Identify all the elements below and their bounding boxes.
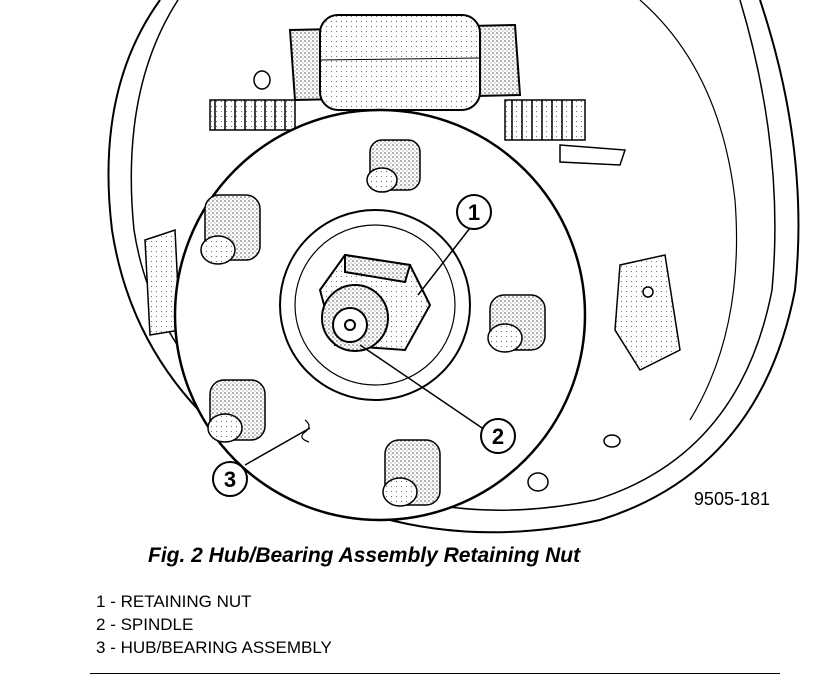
- callout-1-number: 1: [468, 200, 480, 225]
- legend-item-separator: -: [105, 615, 121, 634]
- lug-stud: [382, 439, 441, 507]
- legend-item: 2 - SPINDLE: [96, 613, 332, 636]
- callout-leaders: [244, 227, 489, 466]
- lug-studs: [200, 139, 546, 507]
- legend-item-number: 3: [96, 638, 106, 657]
- spindle: [321, 284, 389, 352]
- legend-item-separator: -: [105, 638, 121, 657]
- lug-stud: [487, 294, 546, 353]
- callout-2: 2: [480, 418, 516, 454]
- lug-stud: [207, 379, 266, 443]
- lug-stud: [200, 194, 261, 265]
- legend-item-number: 2: [96, 615, 106, 634]
- legend-item-separator: -: [105, 592, 121, 611]
- shoe-anchor-right: [614, 254, 681, 371]
- backing-plate-holes: [253, 70, 621, 492]
- legend-item: 3 - HUB/BEARING ASSEMBLY: [96, 636, 332, 659]
- parts-legend: 1 - RETAINING NUT 2 - SPINDLE 3 - HUB/BE…: [96, 590, 332, 659]
- legend-item: 1 - RETAINING NUT: [96, 590, 332, 613]
- callout-1: 1: [456, 194, 492, 230]
- adjuster-lever: [559, 144, 627, 166]
- legend-item-number: 1: [96, 592, 106, 611]
- legend-item-label: SPINDLE: [120, 615, 194, 634]
- legend-item-label: HUB/BEARING ASSEMBLY: [120, 638, 332, 657]
- return-spring-right: [504, 99, 586, 141]
- figure-caption: Fig. 2 Hub/Bearing Assembly Retaining Nu…: [148, 544, 581, 567]
- return-spring-left: [209, 99, 296, 131]
- backing-plate: [107, 0, 800, 534]
- wheel-cylinder: [288, 14, 522, 111]
- lug-stud: [366, 139, 421, 193]
- callout-2-number: 2: [492, 424, 504, 449]
- callout-3: 3: [212, 461, 248, 497]
- drawing-id: 9505-181: [694, 489, 770, 509]
- legend-item-label: RETAINING NUT: [120, 592, 252, 611]
- callout-3-number: 3: [224, 467, 236, 492]
